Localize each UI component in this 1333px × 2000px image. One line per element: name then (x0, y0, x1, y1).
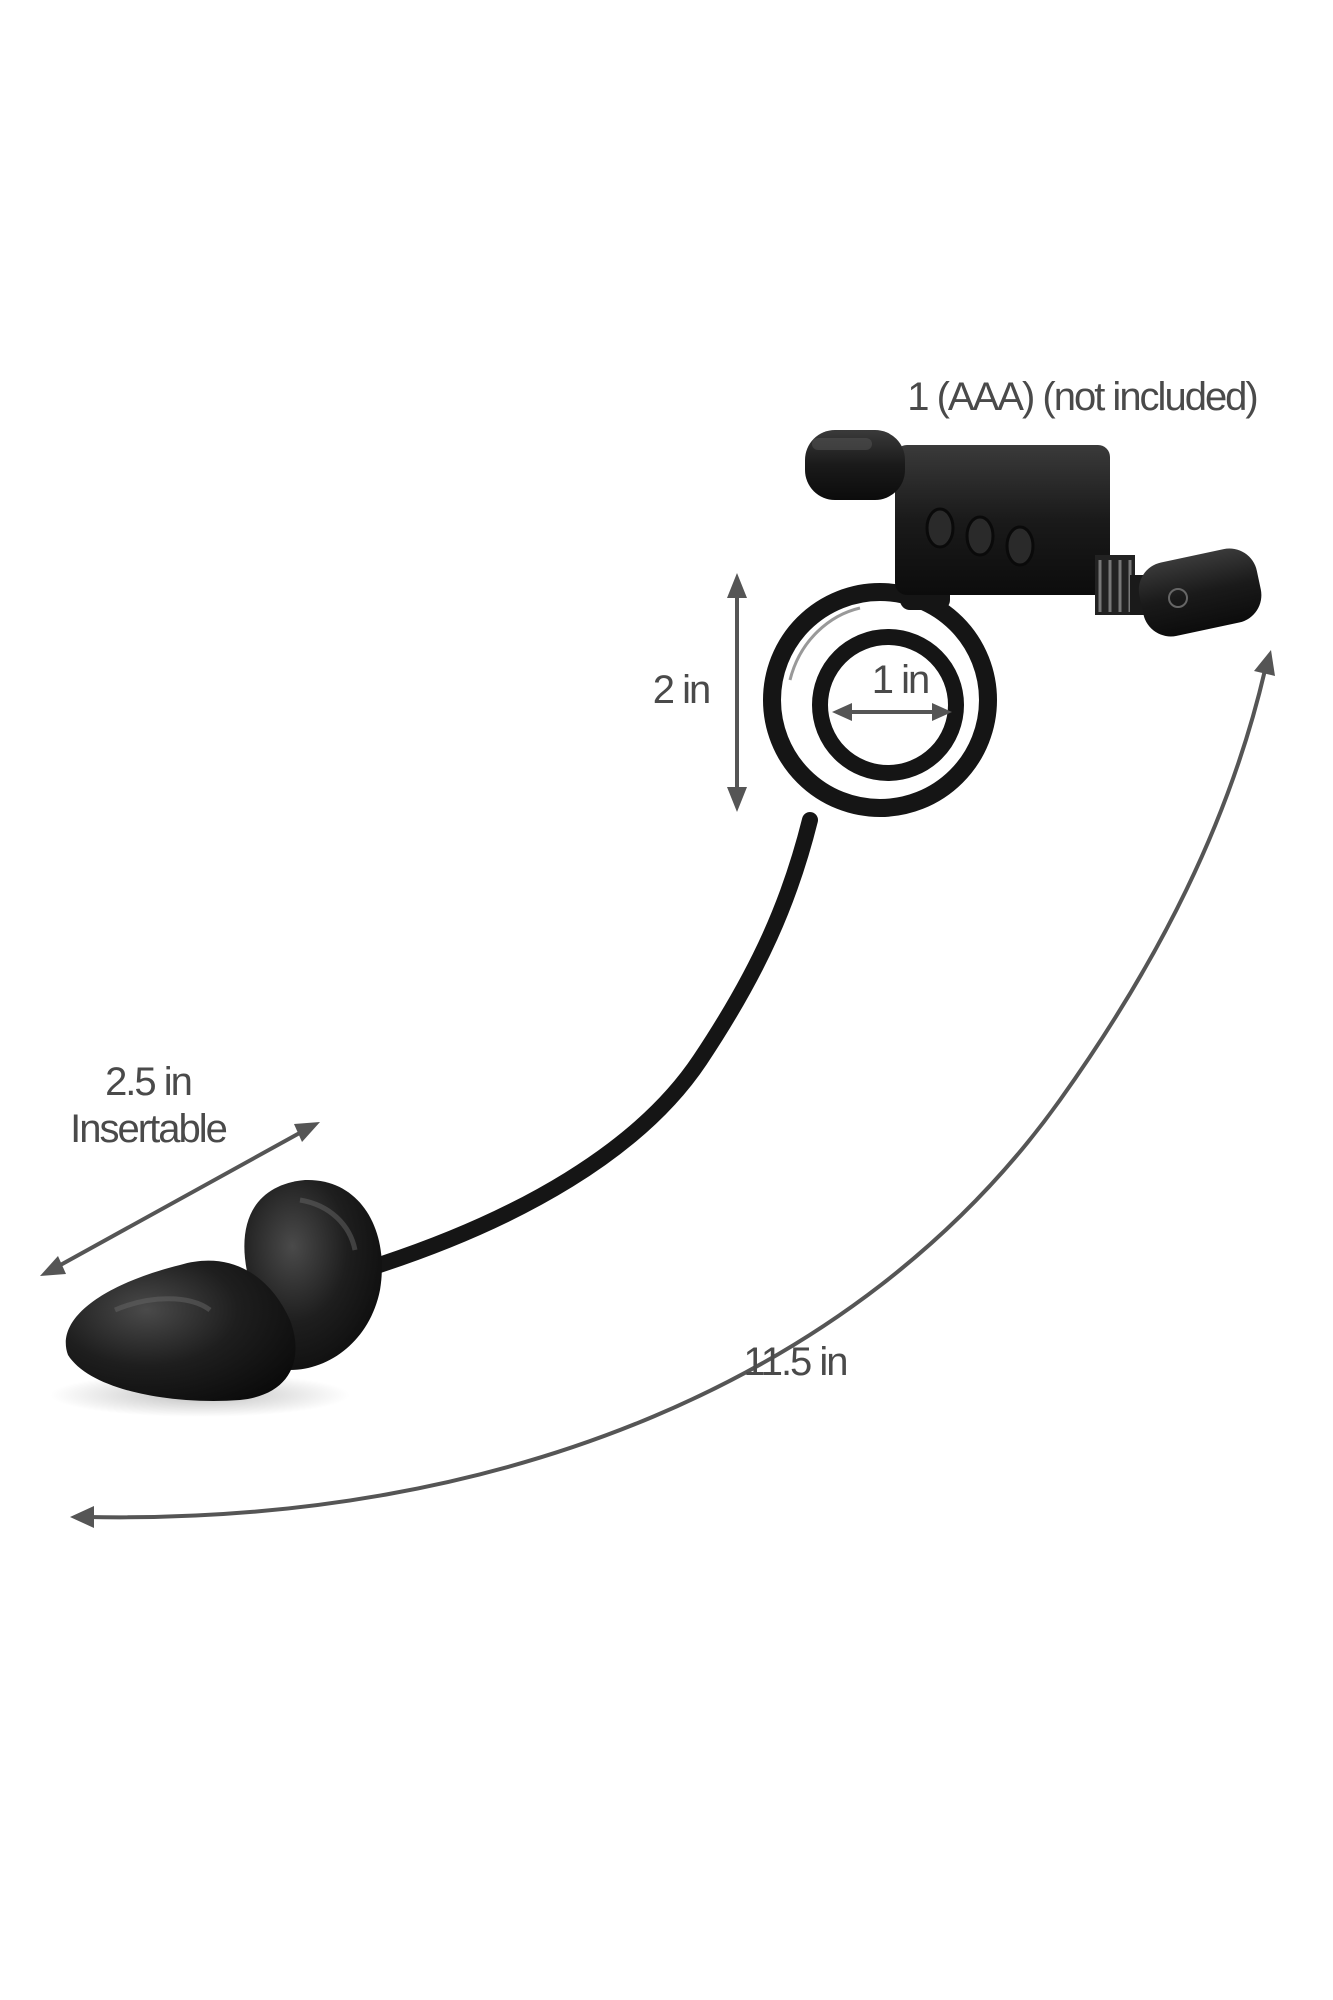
insertable-length-label: 2.5 in (105, 1060, 191, 1104)
vibrator-housing (805, 430, 1155, 615)
height-arrow (727, 573, 747, 812)
control-button-1 (925, 507, 955, 549)
battery-label: 1 (AAA) (not included) (907, 375, 1257, 419)
anal-plug (65, 1179, 382, 1401)
tether-cord (362, 812, 818, 1276)
inner-diameter-arrow (832, 703, 952, 721)
control-button-2 (965, 515, 995, 557)
insertable-word-label: Insertable (70, 1107, 226, 1151)
insertable-arrow (40, 1122, 320, 1276)
total-length-label: 11.5 in (743, 1340, 846, 1384)
ring-inner-label: 1 in (872, 658, 929, 702)
control-button-3 (1005, 525, 1035, 567)
product-illustration (50, 430, 1262, 1417)
total-length-arrow (70, 650, 1275, 1528)
vibrator-body (895, 445, 1110, 595)
inner-ring (812, 629, 964, 781)
double-ring (763, 583, 997, 817)
outer-ring (763, 583, 997, 817)
ring-height-label: 2 in (653, 668, 710, 712)
battery-cap (1138, 548, 1262, 637)
